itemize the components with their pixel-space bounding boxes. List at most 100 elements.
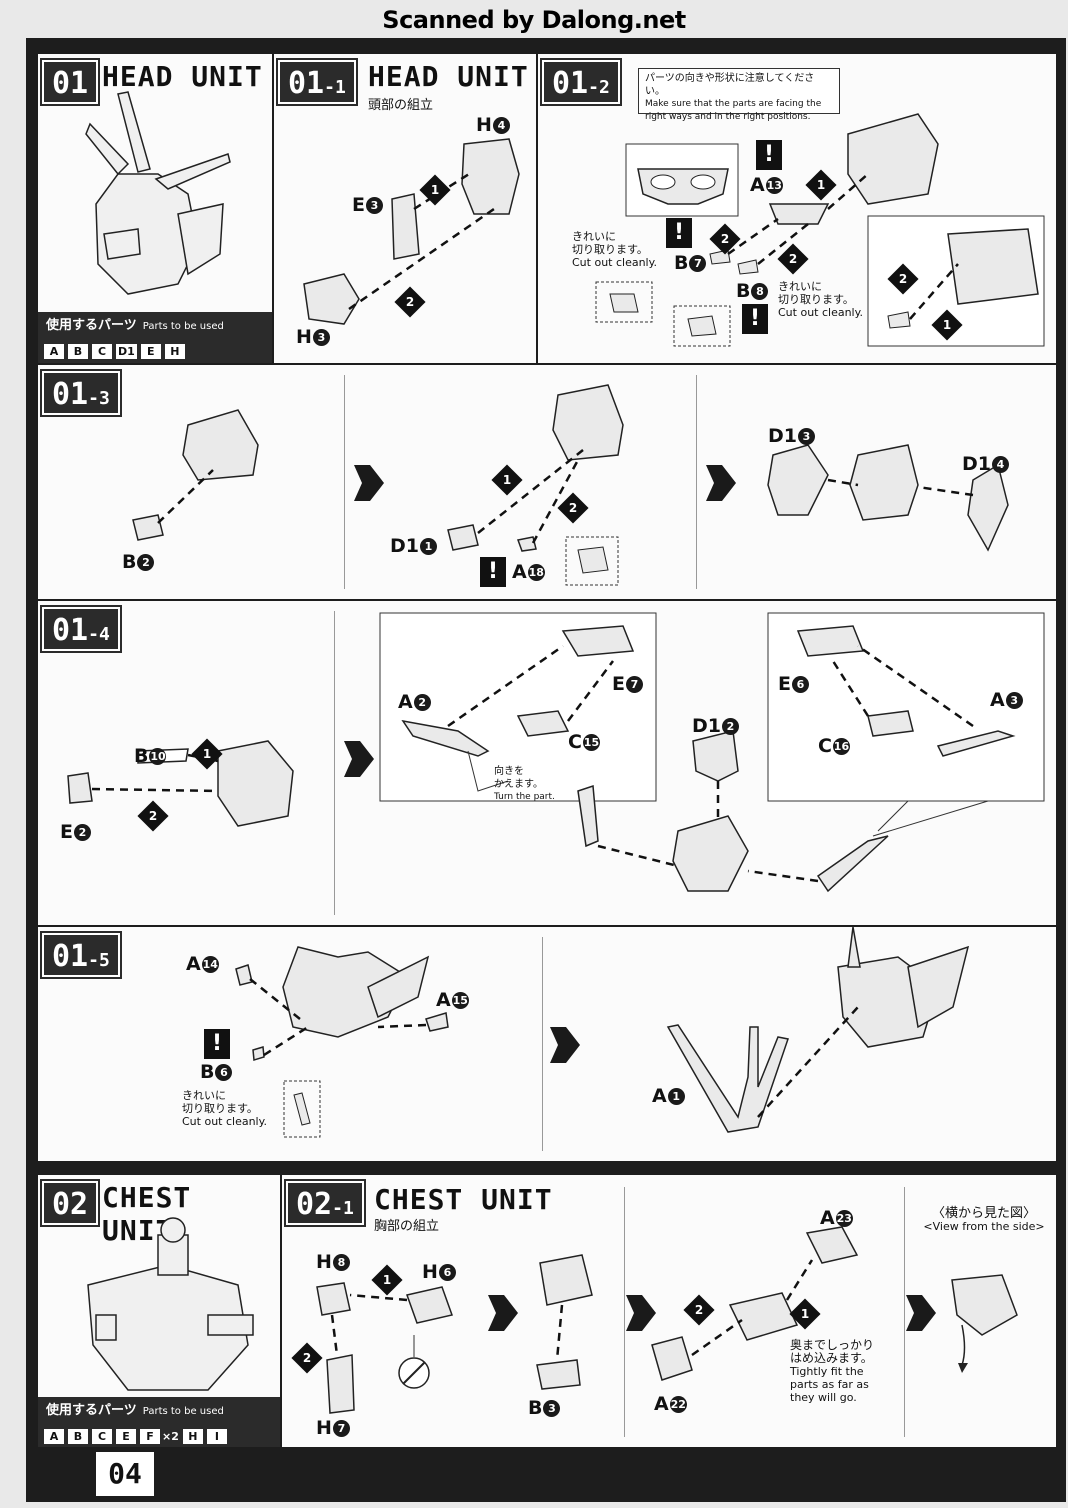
sequence-marker: 2: [777, 243, 809, 275]
part-chip: I: [206, 1428, 227, 1444]
part-chip: C: [92, 1428, 112, 1444]
part-chip: F: [140, 1428, 160, 1444]
step-number: 01-4: [40, 605, 122, 653]
step-subtitle: 頭部の組立: [368, 98, 434, 113]
step-number: 01-3: [40, 369, 122, 417]
cut-cleanly-note: きれいに切り取ります。Cut out cleanly.: [778, 280, 864, 319]
step-number: 01-5: [40, 931, 122, 979]
warning-icon: !: [756, 140, 782, 170]
step-01-2-panel: 01-2 パーツの向きや形状に注意してください。 Make sure that …: [538, 54, 1056, 363]
sequence-marker: 1: [789, 1298, 821, 1330]
chest-unit-illustration: [87, 1217, 254, 1391]
step-02-1-panel: 02-1 CHEST UNIT 胸部の組立: [282, 1175, 1056, 1447]
head-side-parts-diagram: [132, 384, 1009, 586]
chest-assembly-diagram: [316, 1226, 1018, 1414]
visor-assembly-diagram: [595, 113, 1045, 347]
sequence-marker: 2: [557, 492, 589, 524]
sequence-marker: 1: [371, 1264, 403, 1296]
part-chip: H: [164, 343, 185, 359]
head-crest-parts-diagram: [67, 612, 1045, 893]
part-chip: H: [182, 1428, 203, 1444]
part-chip: E: [140, 343, 161, 359]
part-chip: B: [68, 343, 88, 359]
part-chip: A: [44, 1428, 64, 1444]
cut-cleanly-note: きれいに切り取ります。Cut out cleanly.: [572, 230, 658, 269]
part-chip: E: [116, 1428, 136, 1444]
warning-icon: !: [666, 218, 692, 248]
parts-list: A B C E F ×2 H I: [38, 1423, 280, 1447]
sequence-marker: 2: [683, 1294, 715, 1326]
step-number: 02: [39, 1179, 101, 1227]
parts-list: A B C D1 E H: [38, 338, 272, 363]
sequence-marker: 1: [191, 738, 223, 770]
divider: [904, 1187, 905, 1437]
step-01-4-panel: 01-4: [38, 601, 1056, 925]
page-number: 04: [96, 1452, 154, 1496]
part-multiplier: ×2: [162, 1429, 179, 1443]
sequence-marker: 2: [709, 223, 741, 255]
sequence-marker: 2: [291, 1342, 323, 1374]
warning-icon: !: [204, 1029, 230, 1059]
cut-cleanly-note: きれいに切り取ります。Cut out cleanly.: [182, 1089, 268, 1128]
scan-credit: Scanned by Dalong.net: [382, 6, 686, 34]
sequence-marker: 1: [491, 464, 523, 496]
sequence-marker: 2: [137, 800, 169, 832]
part-chip: B: [68, 1428, 88, 1444]
turn-part-note: 向きをかえます。Turn the part.: [494, 766, 555, 802]
step-title: CHEST UNIT: [374, 1183, 553, 1216]
divider: [344, 375, 345, 589]
step-title: HEAD UNIT: [368, 60, 529, 93]
divider: [696, 375, 697, 589]
step-subtitle: 胸部の組立: [374, 1219, 440, 1234]
part-chip: A: [44, 343, 64, 359]
part-chip: C: [92, 343, 112, 359]
sequence-marker: 1: [419, 174, 451, 206]
head-unit-illustration: [85, 91, 231, 295]
divider: [334, 611, 335, 915]
divider: [624, 1187, 625, 1437]
side-view-note: 〈横から見た図〉<View from the side>: [923, 1206, 1045, 1233]
sequence-marker: 1: [931, 309, 963, 341]
step-number: 02-1: [284, 1179, 366, 1227]
step-number: 01-1: [276, 58, 358, 106]
step-number: 01: [39, 58, 101, 106]
step-number: 01-2: [540, 58, 622, 106]
warning-icon: !: [742, 304, 768, 334]
head-assembly-diagram: [303, 138, 520, 325]
step-title: HEAD UNIT: [102, 60, 263, 93]
sequence-marker: 2: [394, 286, 426, 318]
